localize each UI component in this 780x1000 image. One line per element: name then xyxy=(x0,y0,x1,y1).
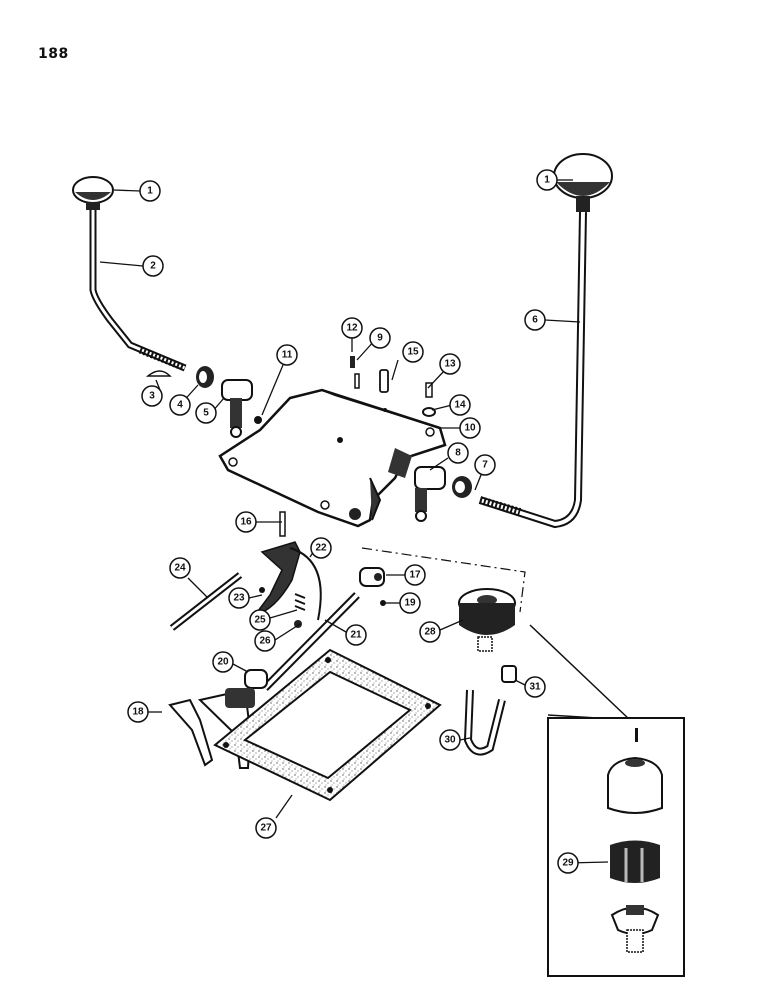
svg-text:31: 31 xyxy=(529,682,541,693)
svg-text:13: 13 xyxy=(444,359,456,370)
svg-text:16: 16 xyxy=(240,517,252,528)
rail-block-17 xyxy=(359,567,386,606)
svg-text:26: 26 xyxy=(259,636,271,647)
elbow-fitting-31 xyxy=(501,665,517,683)
lower-shift-fork xyxy=(168,688,255,769)
upper-shift-fork xyxy=(253,541,322,621)
gasket xyxy=(213,648,442,802)
callout-4: 4 xyxy=(169,394,191,416)
callout-13: 13 xyxy=(439,353,461,375)
callout-30: 30 xyxy=(439,729,461,751)
left-shift-lever xyxy=(89,210,187,372)
svg-text:18: 18 xyxy=(132,707,144,718)
callout-labels: 1 1 2 3 4 5 6 7 8 9 10 11 12 13 14 15 16… xyxy=(127,169,579,874)
callout-16: 16 xyxy=(235,511,257,533)
left-shift-knob xyxy=(72,176,114,210)
callout-27: 27 xyxy=(255,817,277,839)
svg-text:6: 6 xyxy=(532,315,538,326)
svg-text:29: 29 xyxy=(562,858,574,869)
callout-20: 20 xyxy=(212,651,234,673)
callout-18: 18 xyxy=(127,701,149,723)
svg-text:1: 1 xyxy=(147,186,153,197)
svg-text:4: 4 xyxy=(177,400,183,411)
callout-24: 24 xyxy=(169,557,191,579)
svg-text:27: 27 xyxy=(260,823,272,834)
svg-text:10: 10 xyxy=(464,423,476,434)
callout-1-right: 1 xyxy=(536,169,558,191)
inset-filter-29 xyxy=(610,840,660,883)
leader-lines xyxy=(99,179,609,864)
svg-text:12: 12 xyxy=(346,323,358,334)
svg-text:20: 20 xyxy=(217,657,229,668)
callout-23: 23 xyxy=(228,587,250,609)
inset-cap xyxy=(607,756,663,814)
inset-base xyxy=(610,905,660,953)
svg-text:17: 17 xyxy=(409,570,421,581)
callout-3: 3 xyxy=(141,385,163,407)
right-shift-knob xyxy=(553,153,613,212)
svg-text:1: 1 xyxy=(544,175,550,186)
svg-text:5: 5 xyxy=(203,408,209,419)
breather-tube-30 xyxy=(463,689,506,756)
callout-14: 14 xyxy=(449,394,471,416)
svg-text:3: 3 xyxy=(149,391,155,402)
callout-11: 11 xyxy=(276,344,298,366)
svg-text:15: 15 xyxy=(407,347,419,358)
callout-19: 19 xyxy=(399,592,421,614)
callout-10: 10 xyxy=(459,417,481,439)
svg-text:30: 30 xyxy=(444,735,456,746)
callout-2: 2 xyxy=(142,255,164,277)
spacer-20 xyxy=(244,669,268,689)
svg-text:23: 23 xyxy=(233,593,245,604)
right-lever-arm xyxy=(414,466,446,522)
callout-8: 8 xyxy=(447,442,469,464)
callout-15: 15 xyxy=(402,341,424,363)
svg-text:11: 11 xyxy=(282,350,293,361)
shifter-cover xyxy=(218,388,447,528)
page-number: 188 xyxy=(38,46,69,62)
callout-17: 17 xyxy=(404,564,426,586)
shift-rail-21 xyxy=(262,592,360,691)
svg-text:24: 24 xyxy=(174,563,186,574)
washer-left xyxy=(196,366,214,388)
svg-text:28: 28 xyxy=(424,627,436,638)
svg-text:22: 22 xyxy=(315,543,327,554)
callout-6: 6 xyxy=(524,309,546,331)
svg-text:2: 2 xyxy=(150,261,156,272)
key xyxy=(145,370,172,377)
svg-text:7: 7 xyxy=(482,460,488,471)
svg-text:25: 25 xyxy=(254,615,266,626)
svg-text:19: 19 xyxy=(404,598,416,609)
inset-box xyxy=(547,717,685,977)
callout-22: 22 xyxy=(310,537,332,559)
breather-cap-28 xyxy=(458,588,516,652)
callout-7: 7 xyxy=(474,454,496,476)
shift-rail-24 xyxy=(169,572,243,631)
callout-25: 25 xyxy=(249,609,271,631)
small-pins xyxy=(254,356,436,537)
right-shift-lever xyxy=(478,211,587,529)
svg-text:14: 14 xyxy=(454,400,466,411)
svg-text:21: 21 xyxy=(350,630,362,641)
callout-29: 29 xyxy=(557,852,579,874)
washer-right xyxy=(452,476,472,498)
svg-text:8: 8 xyxy=(455,448,461,459)
callout-28: 28 xyxy=(419,621,441,643)
callout-9: 9 xyxy=(369,327,391,349)
callout-12: 12 xyxy=(341,317,363,339)
callout-5: 5 xyxy=(195,402,217,424)
left-lever-arm xyxy=(221,379,253,438)
callout-26: 26 xyxy=(254,630,276,652)
svg-text:9: 9 xyxy=(377,333,383,344)
callout-31: 31 xyxy=(524,676,546,698)
callout-1-left: 1 xyxy=(139,180,161,202)
callout-21: 21 xyxy=(345,624,367,646)
